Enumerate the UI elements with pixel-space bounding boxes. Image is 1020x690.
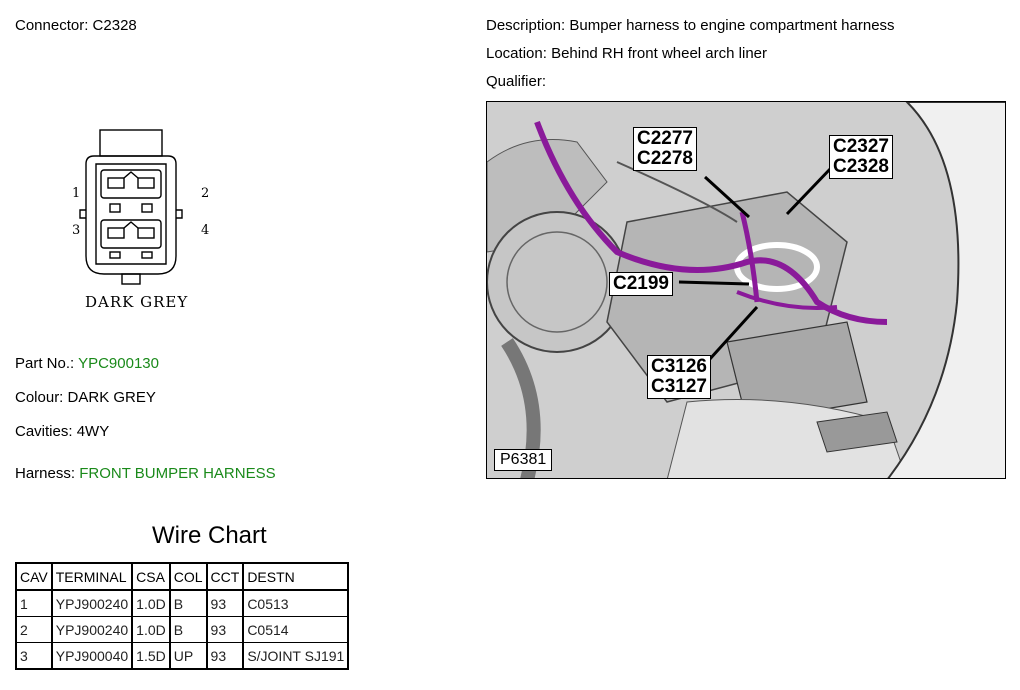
description-line: Description: Bumper harness to engine co… — [486, 17, 895, 34]
callout-c3126-c3127: C3126 C3127 — [647, 355, 711, 399]
cell-col: B — [168, 589, 208, 617]
cell-terminal: YPJ900240 — [50, 616, 134, 643]
colour-value: DARK GREY — [67, 389, 156, 406]
table-row: 3 YPJ900040 1.5D UP 93 S/JOINT SJ191 — [15, 642, 350, 670]
pin-label-4: 4 — [201, 223, 210, 238]
pin-label-3: 3 — [72, 223, 81, 238]
connector-heading: Connector: C2328 — [15, 17, 137, 34]
location-value: Behind RH front wheel arch liner — [551, 45, 768, 62]
table-header-row: CAV TERMINAL CSA COL CCT DESTN — [15, 562, 350, 591]
pin-label-1: 1 — [72, 186, 81, 201]
cell-cct: 93 — [205, 589, 245, 617]
column-header-csa: CSA — [131, 562, 171, 591]
harness-link[interactable]: FRONT BUMPER HARNESS — [79, 465, 276, 482]
photo-reference-label: P6381 — [494, 449, 553, 471]
cell-destn: S/JOINT SJ191 — [242, 642, 350, 670]
table-row: 1 YPJ900240 1.0D B 93 C0513 — [15, 589, 350, 617]
connector-id: C2328 — [92, 17, 137, 34]
cell-destn: C0514 — [242, 616, 350, 643]
cavities-value: 4WY — [76, 423, 110, 440]
qualifier-line: Qualifier: — [486, 73, 547, 90]
callout-c2199: C2199 — [609, 272, 673, 296]
column-header-col: COL — [168, 562, 208, 591]
cell-csa: 1.5D — [131, 642, 171, 670]
cell-cav: 1 — [15, 589, 53, 617]
cell-destn: C0513 — [242, 589, 350, 617]
column-header-cct: CCT — [205, 562, 245, 591]
callout-c2277-c2278: C2277 C2278 — [633, 127, 697, 171]
column-header-terminal: TERMINAL — [50, 562, 134, 591]
cell-cct: 93 — [205, 616, 245, 643]
cavities-line: Cavities: 4WY — [15, 423, 110, 440]
wire-chart-table: CAV TERMINAL CSA COL CCT DESTN 1 YPJ9002… — [15, 562, 350, 670]
callout-c2327-c2328: C2327 C2328 — [829, 135, 893, 179]
part-number-line: Part No.: YPC900130 — [15, 355, 159, 372]
cell-csa: 1.0D — [131, 589, 171, 617]
connector-face-diagram — [79, 129, 183, 285]
cell-col: UP — [168, 642, 208, 670]
cell-cav: 2 — [15, 616, 53, 643]
location-line: Location: Behind RH front wheel arch lin… — [486, 45, 768, 62]
cell-cav: 3 — [15, 642, 53, 670]
harness-line: Harness: FRONT BUMPER HARNESS — [15, 465, 276, 482]
description-value: Bumper harness to engine compartment har… — [569, 17, 895, 34]
location-photo: C2277 C2278 C2327 C2328 C2199 C3126 C312… — [486, 101, 1006, 479]
cell-cct: 93 — [205, 642, 245, 670]
cell-terminal: YPJ900040 — [50, 642, 134, 670]
table-row: 2 YPJ900240 1.0D B 93 C0514 — [15, 616, 350, 643]
part-number-link[interactable]: YPC900130 — [78, 355, 159, 372]
cell-csa: 1.0D — [131, 616, 171, 643]
cell-terminal: YPJ900240 — [50, 589, 134, 617]
colour-line: Colour: DARK GREY — [15, 389, 156, 406]
connector-colour-caption: DARK GREY — [85, 293, 189, 311]
column-header-cav: CAV — [15, 562, 53, 591]
wire-chart-title: Wire Chart — [152, 522, 267, 549]
column-header-destn: DESTN — [242, 562, 350, 591]
pin-label-2: 2 — [201, 186, 210, 201]
cell-col: B — [168, 616, 208, 643]
engine-bay-illustration — [487, 102, 1005, 478]
